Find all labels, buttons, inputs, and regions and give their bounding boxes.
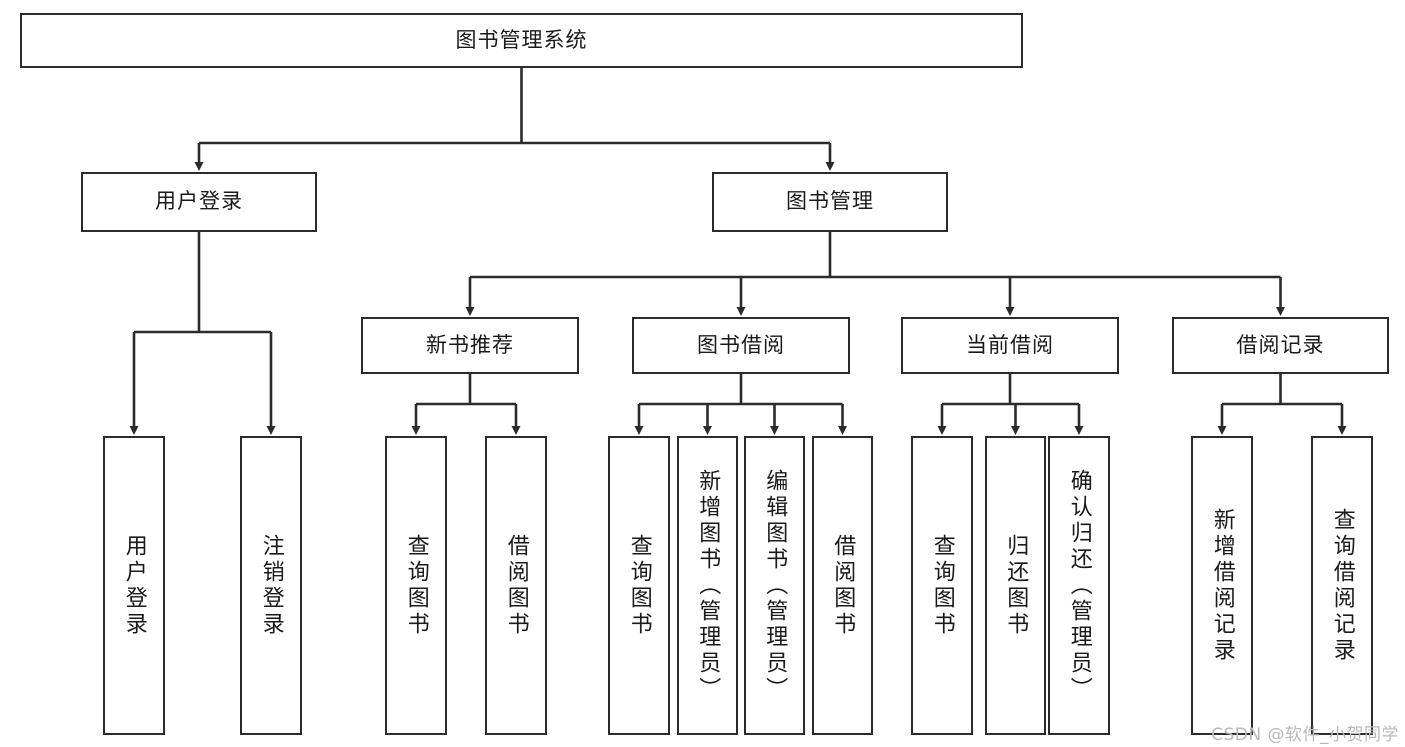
leaf-query-book-3[interactable]: 查询图书: [911, 436, 973, 735]
node-label: 查询借阅记录: [1329, 507, 1355, 664]
node-label: 注销登录: [258, 533, 284, 638]
node-borrow-records[interactable]: 借阅记录: [1172, 317, 1389, 374]
node-label: 归还图书: [1003, 533, 1029, 638]
node-label: 新增借阅记录: [1209, 507, 1235, 664]
leaf-borrow-book-2[interactable]: 借阅图书: [812, 436, 873, 735]
leaf-borrow-book-1[interactable]: 借阅图书: [485, 436, 547, 735]
node-label: 借阅图书: [503, 533, 529, 638]
leaf-query-borrow-record[interactable]: 查询借阅记录: [1311, 436, 1373, 735]
node-user-login[interactable]: 用户登录: [81, 172, 317, 232]
node-label: 借阅图书: [830, 533, 856, 638]
node-label: 用户登录: [155, 189, 243, 214]
leaf-add-book-admin[interactable]: 新增图书（管理员）: [677, 436, 738, 735]
node-current-borrowing[interactable]: 当前借阅: [901, 317, 1119, 374]
leaf-query-book-1[interactable]: 查询图书: [385, 436, 447, 735]
leaf-confirm-return-admin[interactable]: 确认归还（管理员）: [1048, 436, 1110, 735]
node-label: 用户登录: [121, 533, 147, 638]
node-label: 图书借阅: [697, 332, 785, 357]
node-book-borrowing[interactable]: 图书借阅: [632, 317, 850, 374]
leaf-edit-book-admin[interactable]: 编辑图书（管理员）: [744, 436, 805, 735]
node-label: 查询图书: [626, 533, 652, 638]
leaf-query-book-2[interactable]: 查询图书: [608, 436, 670, 735]
node-book-management[interactable]: 图书管理: [712, 172, 948, 232]
leaf-logout[interactable]: 注销登录: [240, 436, 302, 735]
node-root[interactable]: 图书管理系统: [20, 13, 1023, 68]
node-label: 图书管理系统: [455, 27, 588, 52]
node-label: 编辑图书（管理员）: [762, 468, 788, 703]
node-label: 确认归还（管理员）: [1066, 468, 1092, 703]
node-label: 图书管理: [786, 189, 874, 214]
node-label: 借阅记录: [1236, 332, 1325, 357]
node-label: 新增图书（管理员）: [695, 468, 721, 703]
leaf-user-login[interactable]: 用户登录: [103, 436, 165, 735]
node-label: 新书推荐: [426, 332, 514, 357]
node-label: 当前借阅: [966, 332, 1054, 357]
node-label: 查询图书: [929, 533, 955, 638]
node-label: 查询图书: [403, 533, 429, 638]
watermark-text: CSDN @软件_小贺同学: [1211, 725, 1399, 745]
leaf-add-borrow-record[interactable]: 新增借阅记录: [1191, 436, 1253, 735]
node-new-book-recommendation[interactable]: 新书推荐: [361, 317, 579, 374]
leaf-return-book[interactable]: 归还图书: [985, 436, 1046, 735]
